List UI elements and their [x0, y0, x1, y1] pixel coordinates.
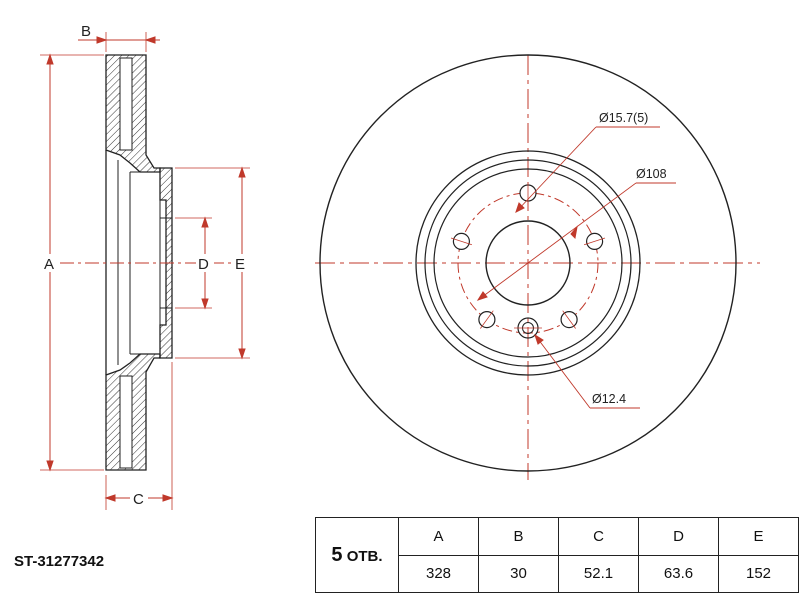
- label-e: E: [235, 256, 245, 273]
- upper-friction-ring: [105, 54, 161, 173]
- label-c: C: [133, 491, 144, 508]
- label-a: A: [44, 256, 54, 273]
- center-bore: [485, 220, 571, 306]
- header-a: A: [398, 517, 479, 556]
- lower-vent-slot: [119, 375, 133, 469]
- dimension-b: [78, 32, 160, 52]
- header-e: E: [718, 517, 799, 556]
- dimension-e: [175, 166, 250, 360]
- part-number: ST-31277342: [14, 553, 105, 570]
- side-section-view: A B C D E: [40, 23, 251, 510]
- front-view: Ø15.7(5) Ø108 Ø12.4: [315, 54, 760, 480]
- callout-pcd: [476, 182, 676, 301]
- value-c: 52.1: [558, 554, 639, 593]
- bolt-hole-centerline: [480, 310, 494, 329]
- label-d: D: [198, 256, 209, 273]
- callout-hole-diameter: [515, 126, 660, 213]
- bolt-hole-centerline: [583, 237, 606, 246]
- label-b: B: [81, 23, 91, 40]
- hat-outer-edge: [415, 150, 641, 376]
- label-hole-diameter: Ø15.7(5): [599, 111, 648, 125]
- bolt-holes: [450, 182, 606, 329]
- upper-vent-slot: [119, 57, 133, 151]
- brake-disc-drawing: A B C D E Ø15.7(5): [40, 23, 760, 510]
- bolt-hole-centerline: [562, 310, 576, 329]
- label-small-hole: Ø12.4: [592, 392, 626, 406]
- locating-hole: [514, 317, 542, 339]
- bolt-hole-centerline: [450, 237, 473, 246]
- value-d: 63.6: [638, 554, 719, 593]
- value-a: 328: [398, 554, 479, 593]
- header-d: D: [638, 517, 719, 556]
- hat-inner-edge: [424, 159, 632, 367]
- value-e: 152: [718, 554, 799, 593]
- holes-unit: ОТВ.: [346, 547, 383, 565]
- header-b: B: [478, 517, 559, 556]
- callout-small-hole: [534, 333, 640, 409]
- holes-count-cell: 5 ОТВ.: [315, 517, 399, 593]
- holes-count: 5: [331, 543, 343, 566]
- label-pcd: Ø108: [636, 167, 667, 181]
- hub-face-edge: [433, 168, 623, 358]
- spec-table: 5 ОТВ. A B C D E 328 30 52.1 63.6 152: [315, 517, 799, 593]
- value-b: 30: [478, 554, 559, 593]
- lower-friction-ring: [105, 353, 161, 471]
- disc-outer-edge: [319, 54, 737, 472]
- header-c: C: [558, 517, 639, 556]
